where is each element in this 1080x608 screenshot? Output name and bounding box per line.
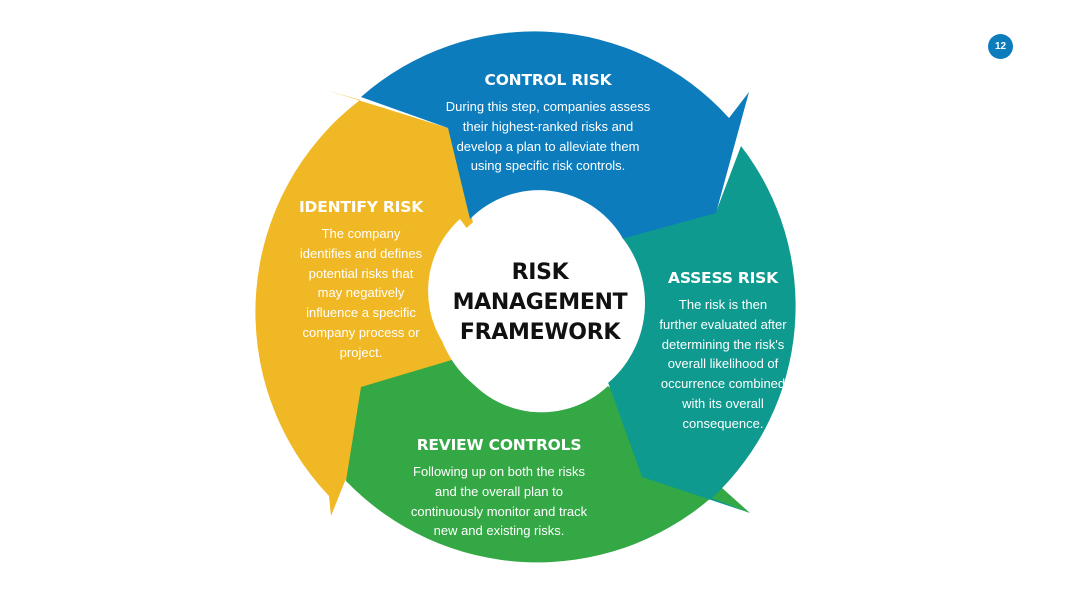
description-line: using specific risk controls. (470, 158, 626, 174)
description-line: potential risks that (308, 265, 414, 281)
center-title-line: RISK (511, 260, 569, 285)
center-title-line: FRAMEWORK (459, 320, 621, 345)
control-risk-text: CONTROL RISK During this step, companies… (440, 71, 656, 176)
description-line: project. (339, 344, 383, 360)
review-controls-title: REVIEW CONTROLS (416, 436, 582, 454)
description-line: occurrence combined (660, 376, 786, 392)
description-line: During this step, companies assess (445, 99, 651, 114)
segment-identify-risk (255, 90, 479, 516)
control-risk-description: During this step, companies assess their… (440, 97, 656, 176)
description-line: overall likelihood of (667, 356, 779, 372)
description-line: new and existing risks. (433, 523, 565, 539)
description-line: continuously monitor and track (410, 503, 588, 519)
description-line: with its overall (682, 395, 764, 411)
segment-control-risk (361, 31, 749, 246)
description-line: influence a specific (306, 305, 416, 321)
description-line: The company (321, 226, 401, 241)
center-title-line: MANAGEMENT (452, 290, 628, 315)
description-line: and the overall plan to (435, 483, 563, 499)
identify-risk-title: IDENTIFY RISK (298, 198, 424, 216)
diagram-center-title: RISK MANAGEMENT FRAMEWORK (440, 258, 640, 348)
description-line: identifies and defines (299, 245, 423, 261)
review-controls-description: Following up on both the risks and the o… (389, 462, 609, 541)
description-line: determining the risk's (661, 336, 785, 352)
description-line: develop a plan to alleviate them (456, 138, 640, 154)
description-line: Following up on both the risks (413, 464, 585, 479)
assess-risk-text: ASSESS RISK The risk is then further eva… (643, 269, 803, 434)
description-line: consequence. (682, 415, 764, 431)
description-line: further evaluated after (659, 316, 787, 332)
control-risk-title: CONTROL RISK (484, 71, 612, 89)
description-line: company process or (302, 324, 420, 340)
segment-assess-risk (596, 146, 796, 513)
assess-risk-description: The risk is then further evaluated after… (643, 295, 803, 434)
identify-risk-description: The company identifies and defines poten… (285, 224, 437, 363)
description-line: The risk is then (678, 297, 768, 312)
page-number-badge: 12 (988, 34, 1013, 59)
review-controls-text: REVIEW CONTROLS Following up on both the… (389, 436, 609, 541)
description-line: their highest-ranked risks and (462, 118, 634, 134)
center-hub (435, 198, 645, 408)
segment-review-controls (346, 359, 750, 563)
identify-risk-text: IDENTIFY RISK The company identifies and… (285, 198, 437, 363)
assess-risk-title: ASSESS RISK (668, 269, 778, 287)
description-line: may negatively (317, 285, 405, 301)
